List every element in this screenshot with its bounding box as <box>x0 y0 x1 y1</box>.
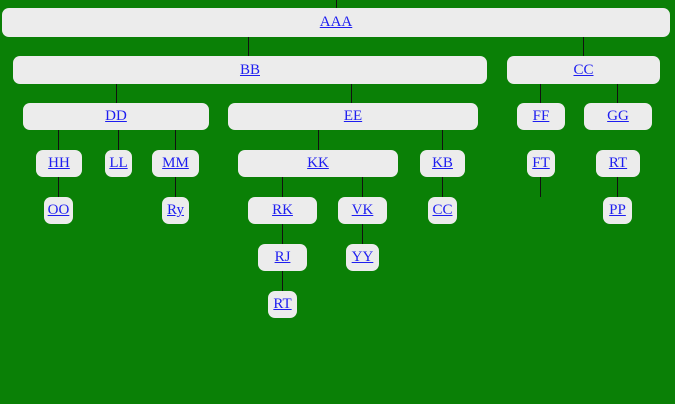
tree-node-label[interactable]: LL <box>109 155 128 171</box>
tree-node-ft[interactable]: FT <box>527 150 555 177</box>
tree-node-rt1[interactable]: RT <box>596 150 640 177</box>
edge-cc-to-gg <box>617 84 618 103</box>
tree-node-ee[interactable]: EE <box>228 103 478 130</box>
edge-ee-to-kk <box>318 130 319 150</box>
edge-ff-to-ft <box>540 177 541 197</box>
tree-node-label[interactable]: RJ <box>274 249 291 265</box>
tree-node-ff[interactable]: FF <box>517 103 565 130</box>
tree-node-hh[interactable]: HH <box>36 150 82 177</box>
tree-node-label[interactable]: EE <box>343 108 363 124</box>
tree-node-kk[interactable]: KK <box>238 150 398 177</box>
tree-node-label[interactable]: GG <box>607 108 629 124</box>
tree-node-label[interactable]: MM <box>162 155 189 171</box>
tree-node-label[interactable]: BB <box>239 61 260 78</box>
edge-bb-to-ee <box>351 84 352 103</box>
edge-kk-to-rk <box>282 177 283 197</box>
tree-node-label[interactable]: FF <box>532 108 550 124</box>
edge-kk-to-vk <box>362 177 363 197</box>
edge-bb-to-dd <box>116 84 117 103</box>
tree-node-dd[interactable]: DD <box>23 103 209 130</box>
tree-node-label[interactable]: HH <box>48 155 70 171</box>
edge-aaa-to-cc <box>583 37 584 56</box>
edge-aaa-to-bb <box>248 37 249 56</box>
tree-node-rt2[interactable]: RT <box>268 291 297 318</box>
edge-dd-to-mm <box>175 130 176 150</box>
edge-rj-to-rt2 <box>282 271 283 291</box>
tree-node-aaa[interactable]: AAA <box>2 8 670 37</box>
edge-rt1-to-pp <box>617 177 618 197</box>
tree-node-mm[interactable]: MM <box>152 150 199 177</box>
tree-node-cc2[interactable]: CC <box>428 197 457 224</box>
tree-node-label[interactable]: CC <box>573 61 594 78</box>
tree-node-label[interactable]: DD <box>105 108 127 124</box>
tree-node-pp[interactable]: PP <box>603 197 632 224</box>
tree-node-label[interactable]: AAA <box>319 14 353 30</box>
tree-node-label[interactable]: KB <box>432 155 453 171</box>
tree-node-ll[interactable]: LL <box>105 150 132 177</box>
tree-node-oo[interactable]: OO <box>44 197 73 224</box>
tree-node-label[interactable]: VK <box>351 202 374 218</box>
tree-node-label[interactable]: YY <box>351 249 374 265</box>
tree-node-kb[interactable]: KB <box>420 150 465 177</box>
edge-vk-to-yy <box>362 224 363 244</box>
tree-node-label[interactable]: CC <box>432 202 453 218</box>
edge-hh-to-oo <box>58 177 59 197</box>
tree-node-ry[interactable]: Ry <box>162 197 189 224</box>
tree-node-rj[interactable]: RJ <box>258 244 307 271</box>
tree-node-label[interactable]: FT <box>532 155 550 171</box>
edge-mm-to-ry <box>175 177 176 197</box>
edge-dd-to-ll <box>118 130 119 150</box>
tree-node-label[interactable]: PP <box>609 202 626 218</box>
tree-node-label[interactable]: RK <box>272 202 293 218</box>
tree-node-label[interactable]: KK <box>307 155 329 171</box>
edge-dd-to-hh <box>58 130 59 150</box>
tree-node-label[interactable]: RT <box>273 296 292 312</box>
tree-node-vk[interactable]: VK <box>338 197 387 224</box>
edge-rk-to-rj <box>282 224 283 244</box>
tree-node-bb[interactable]: BB <box>13 56 487 84</box>
edge-root-stub-to-aaa <box>336 0 337 8</box>
tree-node-label[interactable]: RT <box>608 155 628 171</box>
tree-node-label[interactable]: Ry <box>167 202 184 218</box>
tree-node-yy[interactable]: YY <box>346 244 379 271</box>
tree-node-rk[interactable]: RK <box>248 197 317 224</box>
tree-node-cc[interactable]: CC <box>507 56 660 84</box>
edge-kb-to-cc2 <box>442 177 443 197</box>
tree-node-gg[interactable]: GG <box>584 103 652 130</box>
edge-cc-to-ff <box>540 84 541 103</box>
edge-ee-to-kb <box>442 130 443 150</box>
tree-node-label[interactable]: OO <box>47 202 70 218</box>
